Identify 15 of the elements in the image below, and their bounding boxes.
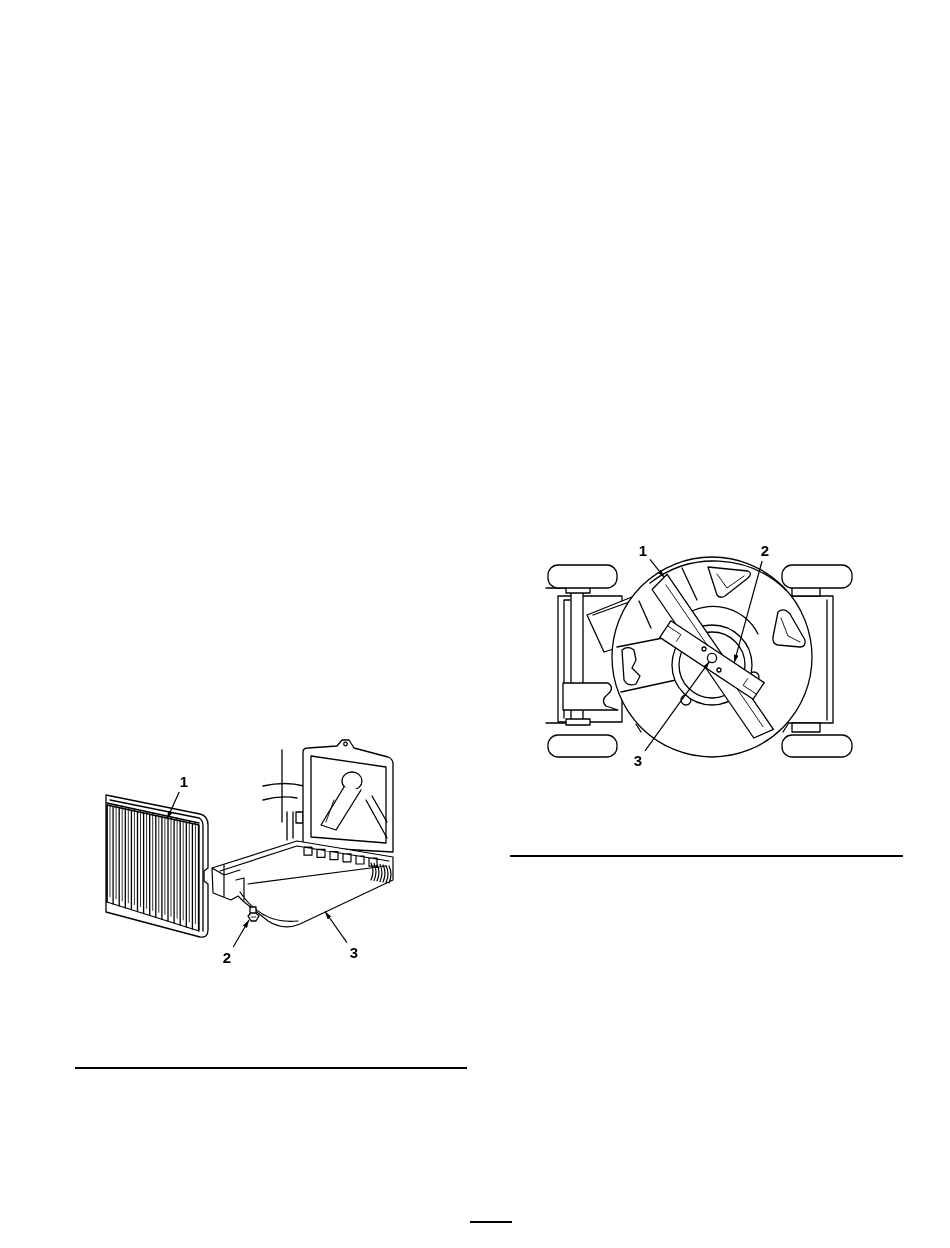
leader-line xyxy=(733,560,763,664)
screw xyxy=(247,906,260,922)
leader-line xyxy=(324,910,348,944)
callout-number: 1 xyxy=(638,542,648,559)
leader-line xyxy=(166,791,180,820)
callout-number: 3 xyxy=(349,944,359,961)
callout-number: 2 xyxy=(760,542,770,559)
leader-line xyxy=(644,661,710,752)
air-filter-element xyxy=(105,794,209,938)
leader-line xyxy=(649,558,665,578)
callout-number: 1 xyxy=(179,773,189,790)
leader-line xyxy=(232,919,250,948)
callout-number: 2 xyxy=(222,949,232,966)
blade-bolt xyxy=(706,652,718,664)
callout-number: 3 xyxy=(633,752,643,769)
